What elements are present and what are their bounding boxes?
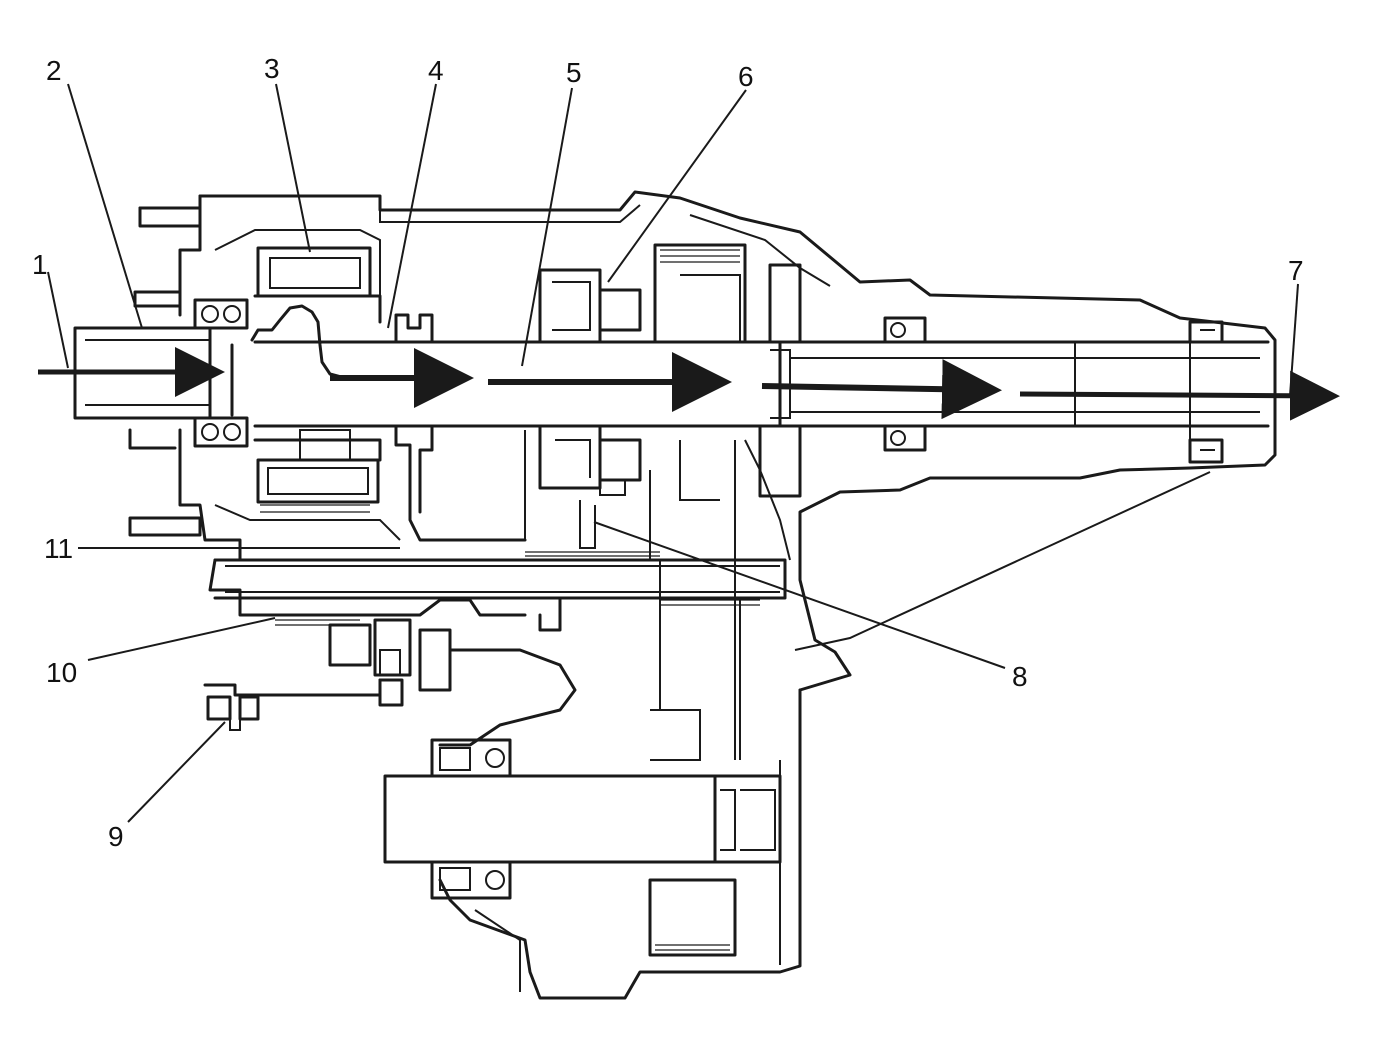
flow-arrow-3 [761,359,1002,420]
callout-11: 11 [44,533,73,564]
output-arrow [1019,370,1340,421]
oil-pump-assembly [268,596,577,747]
callout-5: 5 [566,57,582,88]
mainshaft [250,304,1270,440]
callout-7: 7 [1288,255,1304,286]
power-flow-arrows [38,343,1340,421]
oil-pickup-tube [203,678,404,731]
drive-chain [213,551,787,606]
callout-4: 4 [428,55,444,86]
planetary-gearset [253,246,382,513]
callout-6: 6 [738,61,754,92]
callout-3: 3 [264,53,280,84]
callout-labels: 1 2 3 4 5 6 7 8 9 10 11 [32,53,1304,852]
internal-webs [524,430,791,760]
callout-9: 9 [108,821,124,852]
callout-leaders [47,83,1299,823]
housing-outline [128,190,1277,1000]
clutch-pack [538,243,747,496]
callout-2: 2 [46,55,62,86]
front-output-shaft [383,560,782,957]
range-shift-collar [394,313,527,542]
callout-8: 8 [1012,661,1028,692]
callout-10: 10 [46,657,77,688]
callout-1: 1 [32,249,48,280]
rear-bearings [758,263,1224,498]
front-input-bearings [193,298,249,448]
